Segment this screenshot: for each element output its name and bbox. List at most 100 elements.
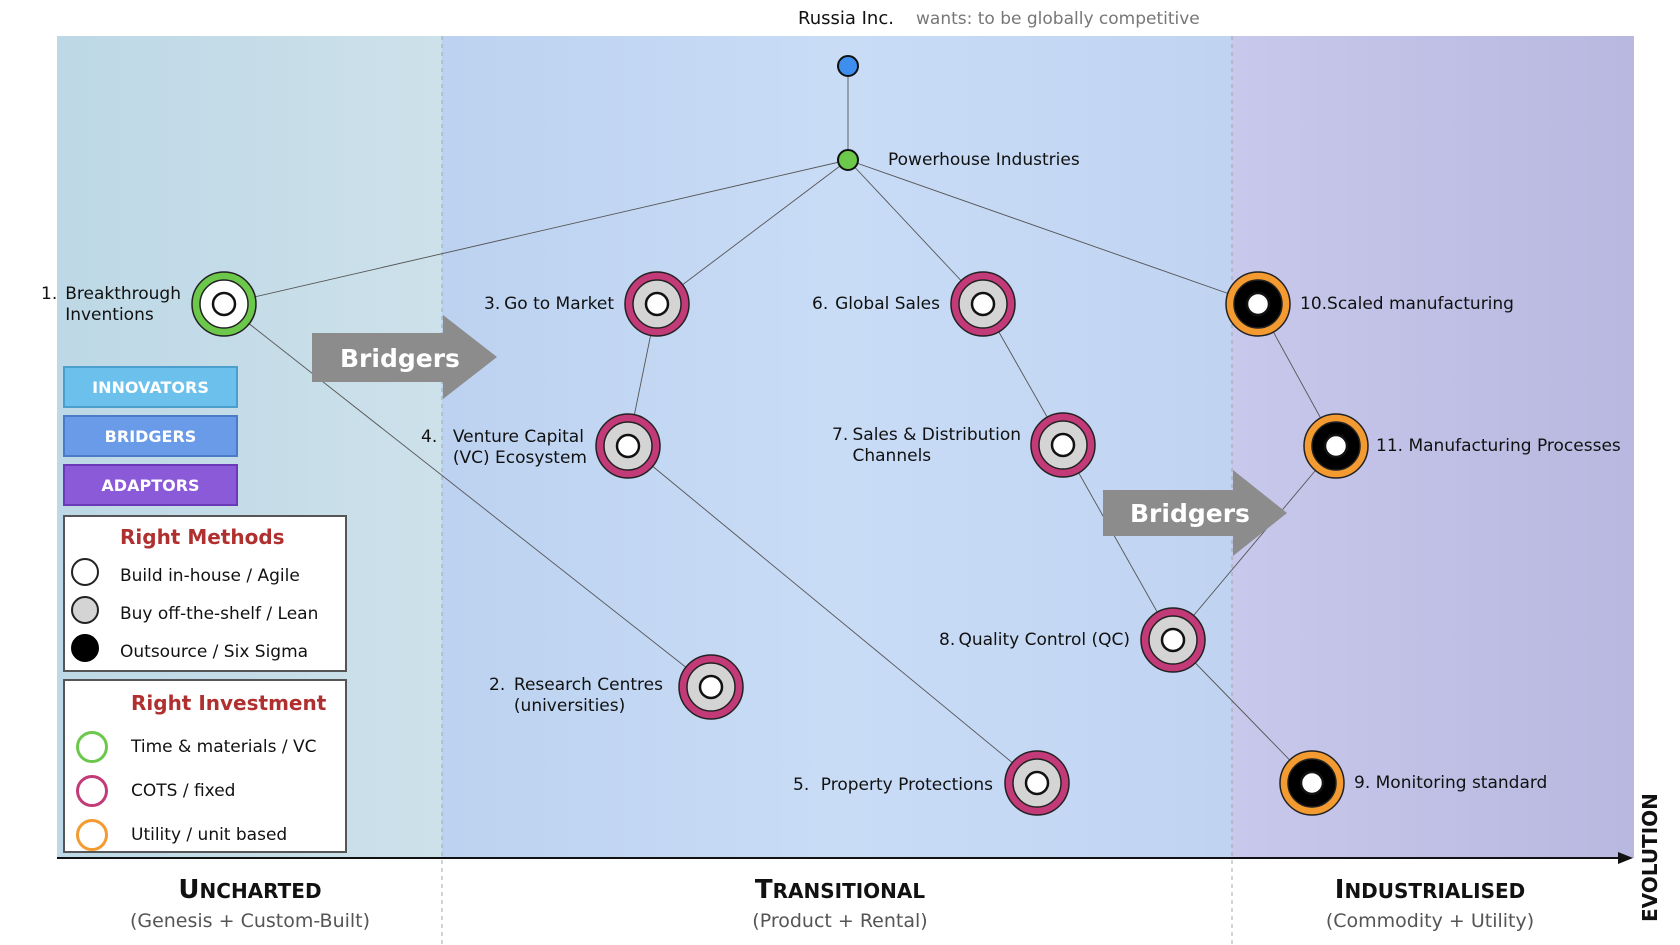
legend-investment-cots: COTS / fixed (131, 781, 236, 801)
label-num-n11: 11. (1376, 436, 1409, 456)
label-text-powerhouse: Powerhouse Industries (888, 150, 1080, 170)
bridger-arrows (312, 315, 1287, 556)
link-powerhouse-n6 (847, 159, 984, 305)
label-num-n2: 2. (489, 675, 506, 695)
label-n7: Sales & Distribution Channels (853, 425, 1022, 467)
label-n6: Global Sales (835, 294, 940, 315)
node-n1 (191, 271, 257, 337)
label-n8: Quality Control (QC) (958, 630, 1130, 651)
node-core (698, 674, 724, 700)
method-outsource-icon (71, 634, 99, 662)
node-n2 (678, 654, 744, 720)
bridger-arrow-2 (1103, 470, 1287, 556)
label-text-n6: Global Sales (835, 294, 940, 314)
legend-method-outsource: Outsource / Six Sigma (120, 642, 309, 662)
legend-method-buy: Buy off-the-shelf / Lean (120, 604, 319, 624)
anchor-need: wants: to be globally competitive (916, 9, 1200, 29)
label-n9: 9. Monitoring standard (1354, 773, 1547, 794)
label-text-n8: Quality Control (QC) (958, 630, 1130, 650)
node-core (1299, 770, 1325, 796)
legend-role-adaptors: ADAPTORS (63, 464, 238, 506)
label-n11: 11. Manufacturing Processes (1376, 436, 1621, 457)
label-num-n5: 5. (793, 775, 810, 795)
label-text-n9: Monitoring standard (1375, 773, 1548, 793)
investment-tm-icon (76, 731, 108, 763)
legend-role-bridgers: BRIDGERS (63, 415, 238, 457)
method-buy-icon (71, 596, 99, 624)
label-text-n11: Manufacturing Processes (1408, 436, 1621, 456)
region-industrialised (1232, 36, 1634, 858)
node-n8 (1140, 607, 1206, 673)
label-text-n3: Go to Market (504, 294, 614, 314)
label-text-n1: Breakthrough Inventions (65, 284, 181, 325)
investment-cots-icon (76, 775, 108, 807)
link-n7-n8 (1062, 444, 1174, 641)
region-transitional (442, 36, 1232, 858)
legend-methods-title: Right Methods (120, 525, 285, 549)
investment-utility-icon (76, 819, 108, 851)
legend-methods: Right Methods Build in-house / Agile Buy… (63, 515, 347, 672)
bridger-arrow-1 (312, 315, 497, 399)
bridger-label-2: Bridgers (1130, 499, 1250, 528)
anchor-dot (837, 55, 859, 77)
label-num-n8: 8. (939, 630, 956, 650)
label-text-n2: Research Centres (universities) (513, 675, 663, 716)
stage-industrialised-sub: (Commodity + Utility) (1325, 910, 1535, 932)
label-n10: 10.Scaled manufacturing (1300, 294, 1514, 315)
legend-investment-title: Right Investment (131, 691, 327, 715)
legend-investment: Right Investment Time & materials / VC C… (63, 679, 347, 853)
label-num-n6: 6. (812, 294, 829, 314)
anchor-title: Russia Inc. (798, 8, 894, 29)
bridger-label-1: Bridgers (340, 344, 460, 373)
link-n4-n5 (627, 445, 1038, 784)
label-n2: Research Centres (universities) (514, 675, 663, 717)
label-powerhouse: Powerhouse Industries (888, 150, 1080, 171)
label-num-n10: 10. (1300, 294, 1328, 314)
stage-transitional: TRANSITIONAL (754, 875, 926, 905)
link-powerhouse-n3 (656, 159, 849, 305)
legend-method-build: Build in-house / Agile (120, 566, 300, 586)
label-num-n1: 1. (41, 284, 58, 304)
label-num-n4: 4. (421, 427, 438, 447)
node-n11 (1303, 413, 1369, 479)
node-core (1050, 432, 1076, 458)
node-core (644, 291, 670, 317)
node-core (1245, 291, 1271, 317)
label-text-n5: Property Protections (820, 775, 993, 795)
legend-investment-utility: Utility / unit based (131, 825, 288, 845)
label-n5: Property Protections (821, 775, 993, 796)
node-core (1323, 433, 1349, 459)
label-num-n9: 9. (1354, 773, 1376, 793)
legend-role-innovators: INNOVATORS (63, 366, 238, 408)
link-n8-n9 (1172, 639, 1313, 784)
link-powerhouse-n10 (847, 159, 1259, 305)
node-core (615, 433, 641, 459)
component-nodes (191, 55, 1369, 816)
label-text-n10: Scaled manufacturing (1327, 294, 1514, 314)
link-n1-n2 (223, 303, 712, 688)
label-text-n4: Venture Capital (VC) Ecosystem (452, 427, 587, 468)
label-n3: Go to Market (504, 294, 614, 315)
node-n3 (624, 271, 690, 337)
node-core (1024, 770, 1050, 796)
node-n9 (1279, 750, 1345, 816)
stage-uncharted: UNCHARTED (178, 875, 322, 905)
evolution-axis-arrowhead (1618, 852, 1633, 864)
label-n1: Breakthrough Inventions (65, 284, 181, 326)
node-n7 (1030, 412, 1096, 478)
legend-investment-tm: Time & materials / VC (131, 737, 317, 757)
label-num-n3: 3. (484, 294, 501, 314)
link-n8-n11 (1172, 445, 1337, 641)
node-core (211, 291, 237, 317)
label-num-n7: 7. (832, 425, 849, 445)
dependency-links (223, 66, 1337, 784)
powerhouse-dot (837, 149, 859, 171)
stage-uncharted-sub: (Genesis + Custom-Built) (129, 910, 371, 932)
label-text-n7: Sales & Distribution Channels (852, 425, 1022, 466)
node-n5 (1004, 750, 1070, 816)
label-n4: Venture Capital (VC) Ecosystem (453, 427, 587, 469)
node-core (1160, 627, 1186, 653)
node-n10 (1225, 271, 1291, 337)
node-core (970, 291, 996, 317)
